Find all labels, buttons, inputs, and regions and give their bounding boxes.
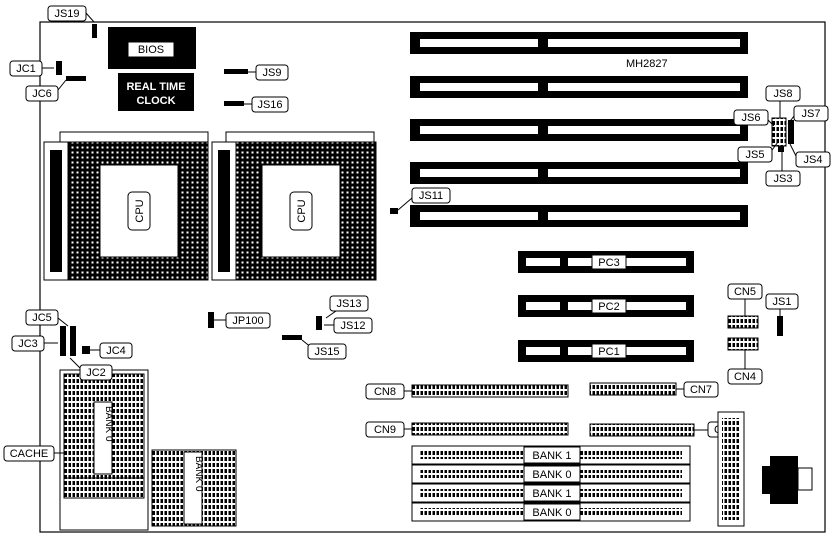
- jumper-jc1: JC1: [9, 60, 62, 77]
- simm-label-2: BANK 0: [532, 469, 571, 481]
- jumper-js13: JS13: [316, 295, 369, 330]
- jumper-js4: JS4: [789, 143, 831, 168]
- jumper-js8: JS8: [765, 85, 801, 118]
- connector-cn5: CN5: [727, 283, 763, 329]
- pci-label-pc2: PC2: [598, 301, 619, 313]
- jumper-cluster-right: [771, 117, 794, 152]
- js9-label: JS9: [263, 67, 282, 79]
- jumper-js1: JS1: [765, 293, 799, 336]
- pci-label-pc1: PC1: [598, 346, 619, 358]
- jumper-js12: JS12: [324, 317, 373, 334]
- simm-label-1: BANK 1: [532, 450, 571, 462]
- isa-slot: [410, 119, 748, 141]
- simm-socket-3: BANK 1: [411, 483, 691, 503]
- jumper-jc4: JC4: [82, 342, 133, 359]
- js19-label: JS19: [54, 8, 79, 20]
- js4-label: JS4: [804, 154, 823, 166]
- connector-cn4: CN4: [727, 337, 763, 385]
- js6-label: JS6: [742, 112, 761, 124]
- rtc-chip: REAL TIME CLOCK: [118, 73, 194, 111]
- cache-area: BANK 0 BANK 0 CACHE: [3, 369, 237, 531]
- jc6-label: JC6: [32, 88, 52, 100]
- cn8-label: CN8: [374, 386, 396, 398]
- cpu-socket-2: CPU AMP: [211, 131, 377, 281]
- connector-cn7: CN7: [589, 381, 719, 398]
- js8-label: JS8: [774, 88, 793, 100]
- cpu-label-2: CPU: [296, 199, 308, 222]
- js5-label: JS5: [746, 149, 765, 161]
- js11-label: JS11: [419, 190, 443, 202]
- connector-cn9: CN9: [365, 421, 569, 438]
- keyboard-connector: [762, 456, 813, 504]
- isa-slot: [410, 162, 748, 184]
- jumper-js7: JS7: [787, 105, 829, 125]
- cpu-label-1: CPU: [134, 199, 146, 222]
- jumper-js9: JS9: [224, 64, 289, 81]
- js12-label: JS12: [340, 320, 365, 332]
- pci-slot-pc3: PC3: [518, 251, 694, 273]
- rtc-label-line2: CLOCK: [136, 95, 175, 107]
- jumper-js16: JS16: [224, 96, 289, 113]
- js1-label: JS1: [773, 296, 792, 308]
- jc3-label: JC3: [18, 338, 38, 350]
- cache-label: CACHE: [10, 448, 49, 460]
- simm-label-4: BANK 0: [532, 507, 571, 519]
- simm-socket-4: BANK 0: [411, 502, 691, 522]
- isa-slot: [410, 76, 748, 98]
- pci-label-pc3: PC3: [598, 257, 619, 269]
- simm-socket-2: BANK 0: [411, 464, 691, 484]
- jc5-label: JC5: [32, 312, 52, 324]
- js15-label: JS15: [314, 346, 339, 358]
- isa-slot: [410, 32, 748, 54]
- jumper-jc5: JC5: [25, 309, 69, 327]
- amp-label-2: AMP: [219, 238, 231, 262]
- jp100-label: JP100: [232, 315, 263, 327]
- js13-label: JS13: [336, 298, 361, 310]
- bios-label: BIOS: [138, 44, 164, 56]
- cn7-label: CN7: [690, 384, 712, 396]
- jc2-label: JC2: [86, 367, 106, 379]
- simm-socket-1: BANK 1: [411, 445, 691, 465]
- rtc-label-line1: REAL TIME: [126, 81, 185, 93]
- cache-bank-label-1: BANK 0: [103, 406, 114, 442]
- jc4-label: JC4: [106, 345, 126, 357]
- cn9-label: CN9: [374, 424, 396, 436]
- connector-cn8: CN8: [365, 383, 569, 400]
- jumper-js11: JS11: [390, 187, 451, 214]
- js7-label: JS7: [802, 108, 821, 120]
- jumper-jc6: JC6: [25, 76, 86, 102]
- power-connector: [717, 411, 745, 527]
- cn4-label: CN4: [734, 371, 756, 383]
- model-label: MH2827: [626, 58, 668, 70]
- cache-bank-label-2: BANK 0: [193, 456, 204, 492]
- pci-slot-pc1: PC1: [518, 340, 694, 362]
- jumper-js6: JS6: [733, 109, 775, 127]
- jumper-js19: JS19: [47, 5, 97, 38]
- jumper-js3: JS3: [765, 152, 801, 187]
- cn5-label: CN5: [734, 286, 756, 298]
- jumper-jc3: JC3: [11, 326, 76, 356]
- jumper-js15: JS15: [282, 335, 347, 360]
- pci-slot-pc2: PC2: [518, 295, 694, 317]
- cpu-socket-1: CPU AMP: [43, 131, 209, 281]
- js3-label: JS3: [774, 173, 793, 185]
- bios-chip: BIOS: [108, 27, 196, 69]
- jumper-jc2: JC2: [69, 357, 113, 381]
- simm-label-3: BANK 1: [532, 488, 571, 500]
- jumper-jp100: JP100: [208, 312, 271, 329]
- isa-slot: [410, 205, 748, 227]
- js16-label: JS16: [257, 99, 282, 111]
- jc1-label: JC1: [16, 63, 36, 75]
- amp-label-1: AMP: [51, 238, 63, 262]
- jumper-js5: JS5: [737, 141, 779, 163]
- isa-slots: [410, 32, 748, 227]
